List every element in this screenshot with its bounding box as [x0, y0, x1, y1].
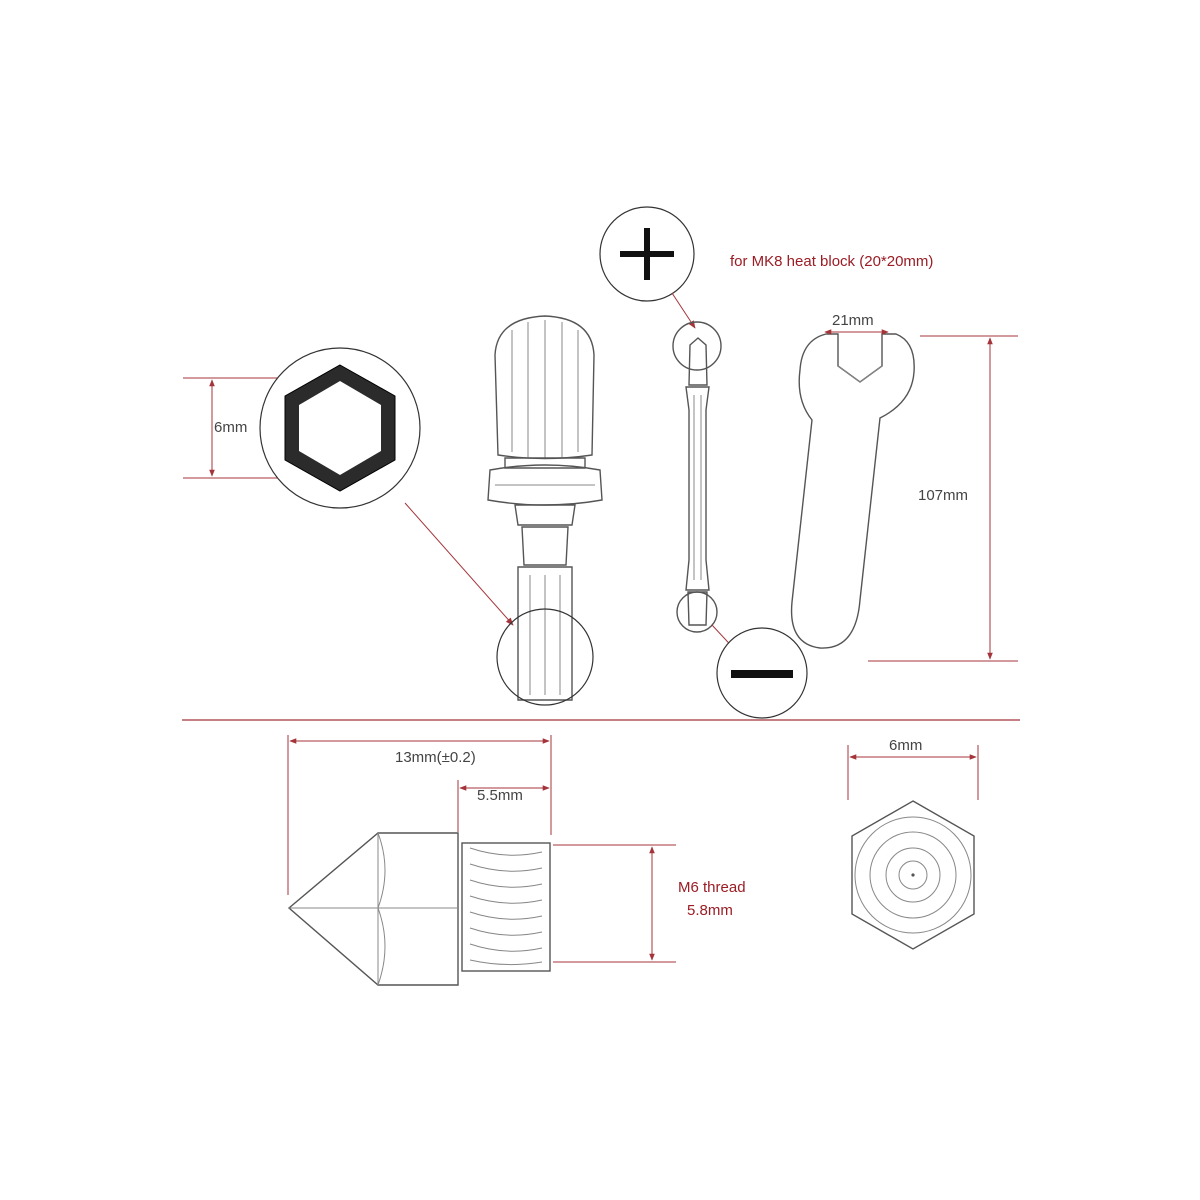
thread-diameter-dimension: M6 thread 5.8mm — [553, 844, 746, 963]
nozzle-hex-dimension: 6mm — [847, 737, 979, 800]
hex-leader-line — [404, 502, 514, 626]
flat-tip-marker — [676, 591, 718, 633]
hex-screwdriver — [487, 315, 603, 701]
phillips-zoom — [599, 206, 695, 302]
double-bit — [685, 337, 710, 626]
nozzle-length-label: 13mm(±0.2) — [395, 749, 476, 766]
hex-tip-zoom — [496, 608, 594, 706]
flat-zoom — [716, 627, 808, 719]
nozzle-side-view — [287, 832, 551, 986]
wrench-length-label: 107mm — [918, 487, 968, 504]
thread-length-label: 5.5mm — [477, 787, 523, 804]
thread-name-label: M6 thread — [678, 879, 746, 896]
wrench-length-dimension: 107mm — [868, 335, 1018, 662]
nozzle-length-dimension: 13mm(±0.2) — [287, 735, 552, 895]
minus-icon — [731, 670, 793, 678]
wrench-jaw-label: 21mm — [832, 312, 874, 329]
hex-size-label: 6mm — [214, 419, 247, 436]
thread-length-dimension: 5.5mm — [457, 780, 550, 832]
wrench-jaw-dimension: 21mm — [824, 312, 889, 335]
nozzle-hex-label: 6mm — [889, 737, 922, 754]
thread-diameter-label: 5.8mm — [687, 902, 733, 919]
plus-icon — [620, 228, 674, 280]
hex-socket-zoom — [259, 347, 421, 509]
phillips-tip-marker — [672, 321, 722, 371]
nozzle-end-view — [851, 800, 975, 950]
wrench — [790, 333, 915, 649]
heat-block-label: for MK8 heat block (20*20mm) — [730, 253, 933, 270]
